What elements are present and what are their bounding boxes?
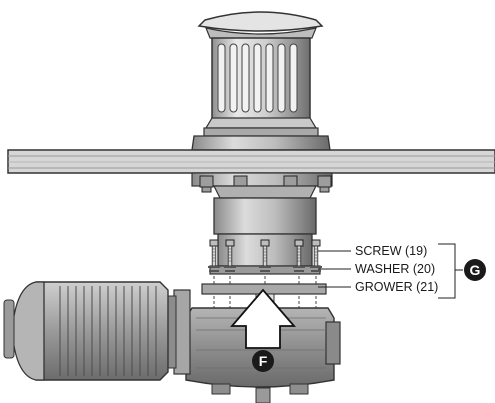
motor-fins [59,286,157,376]
screw [293,239,305,272]
badge-g-letter: G [470,262,481,278]
push-arrow [230,288,296,349]
deck-plank [7,149,495,174]
washer-label: WASHER (20) [355,262,435,276]
badge-g: G [464,259,486,281]
badge-f-letter: F [259,353,268,369]
grower-label: GROWER (21) [355,280,438,294]
screw [224,239,236,272]
electric-motor [3,281,191,381]
screw [208,239,220,272]
winch-base [191,135,331,151]
screw-label: SCREW (19) [355,244,427,258]
screw [310,239,322,272]
callout-leaders [318,243,463,299]
screw-set [208,239,322,310]
winch-top-cap [197,11,324,32]
winch-head [191,11,331,151]
drum-ribs [217,43,298,113]
screw [259,239,271,272]
badge-f: F [252,350,274,372]
